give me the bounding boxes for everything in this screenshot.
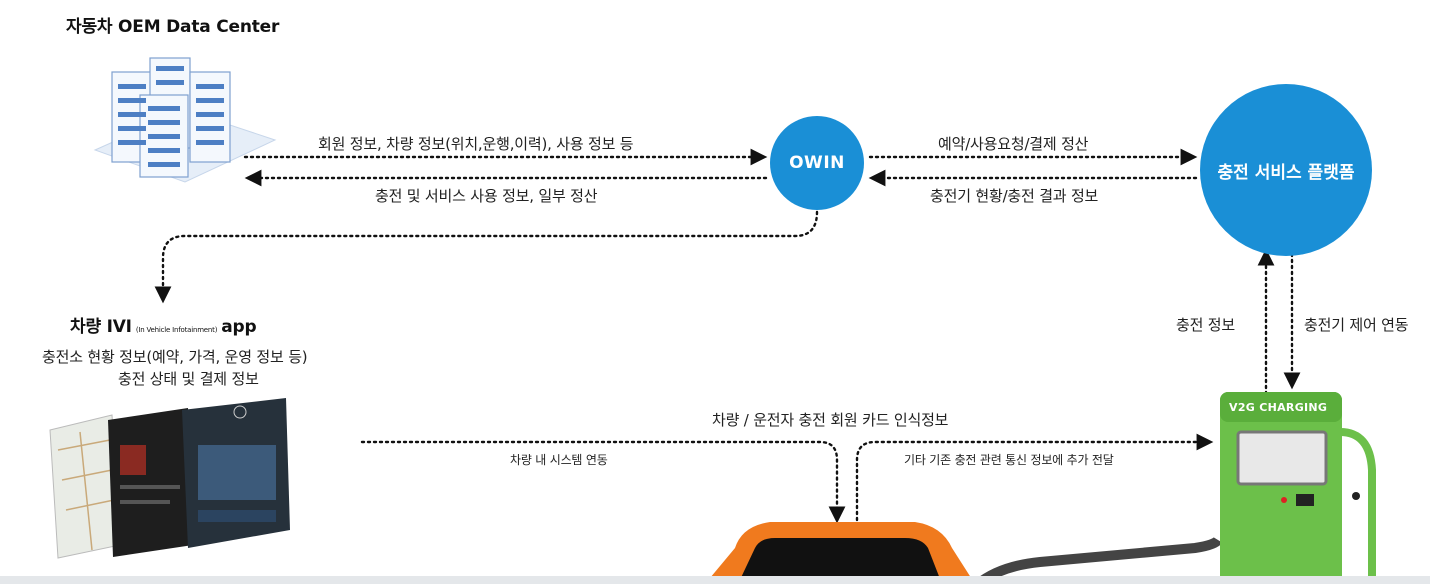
- car-icon: [705, 522, 975, 584]
- owin-node: OWIN: [770, 116, 864, 210]
- label-platform-to-charger: 충전기 제어 연동: [1304, 316, 1409, 334]
- charging-platform-node: 충전 서비스 플랫폼: [1200, 84, 1372, 256]
- ivi-title: 차량 IVI(In Vehicle Infotainment)app: [70, 312, 257, 337]
- charging-cable: [974, 536, 1223, 584]
- charger-label: V2G CHARGING: [1229, 401, 1328, 414]
- ivi-title-main: 차량 IVI: [70, 317, 132, 337]
- label-oem-to-owin: 회원 정보, 차량 정보(위치,운행,이력), 사용 정보 등: [318, 135, 634, 153]
- ivi-title-sub: (In Vehicle Infotainment): [135, 326, 218, 334]
- label-extra-info: 기타 기존 충전 관련 통신 정보에 추가 전달: [904, 453, 1114, 467]
- ivi-line-1: 충전소 현황 정보(예약, 가격, 운영 정보 등): [42, 348, 308, 366]
- platform-label: 충전 서비스 플랫폼: [1217, 162, 1355, 183]
- label-charger-to-platform: 충전 정보: [1176, 316, 1235, 334]
- charging-station-icon: [1220, 392, 1360, 584]
- server-stack-icon: [93, 57, 277, 183]
- bottom-divider: [0, 576, 1430, 584]
- ivi-line-2: 충전 상태 및 결제 정보: [118, 370, 259, 388]
- tablet-screens-icon: [49, 398, 290, 559]
- oem-title: 자동차 OEM Data Center: [66, 17, 280, 37]
- arrow-owin-to-ivi: [154, 210, 819, 304]
- label-platform-to-owin: 충전기 현황/충전 결과 정보: [930, 187, 1099, 205]
- label-vehicle-system: 차량 내 시스템 연동: [510, 453, 608, 467]
- label-owin-to-platform: 예약/사용요청/결제 정산: [938, 135, 1089, 153]
- owin-logo: OWIN: [789, 153, 845, 173]
- label-card-info: 차량 / 운전자 충전 회원 카드 인식정보: [712, 411, 949, 429]
- arrow-car-to-charger: [855, 433, 1214, 522]
- ivi-title-app: app: [221, 317, 257, 337]
- label-owin-to-oem: 충전 및 서비스 사용 정보, 일부 정산: [375, 187, 598, 205]
- charger-hose: [1339, 428, 1376, 584]
- arrow-ivi-to-car: [360, 440, 846, 524]
